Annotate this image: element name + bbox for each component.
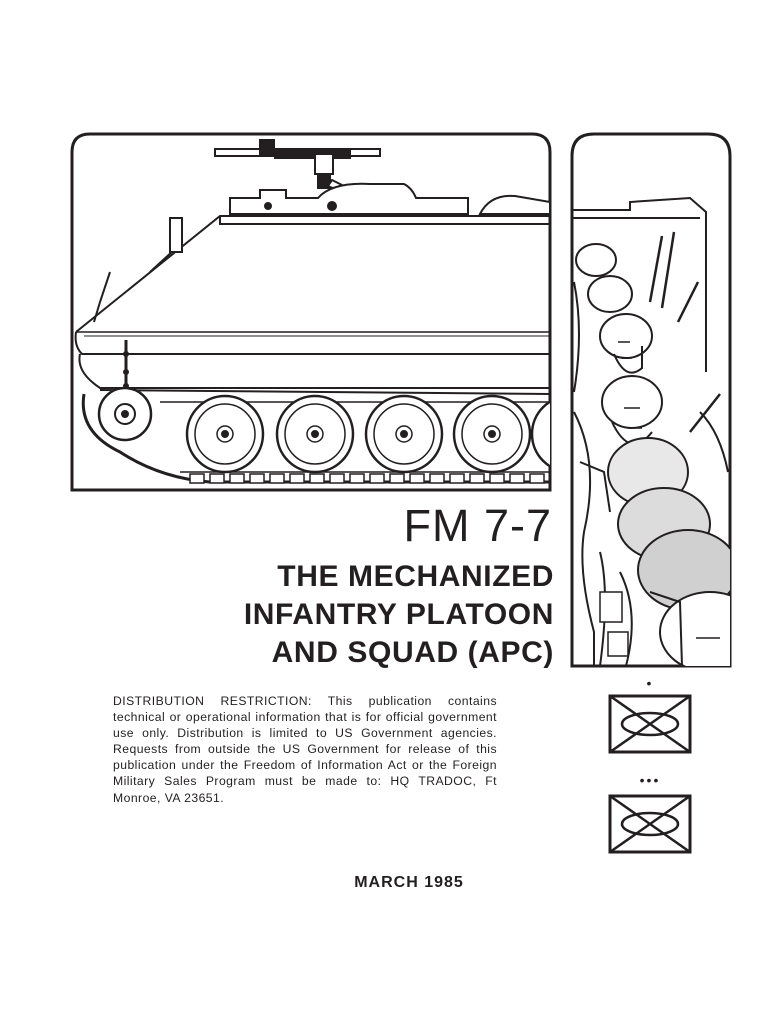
mechanized-infantry-squad-symbol — [608, 794, 692, 854]
mechanized-infantry-platoon-symbol — [608, 694, 692, 754]
publication-date: MARCH 1985 — [354, 874, 464, 891]
apc-illustration — [70, 132, 552, 492]
title-line-1: THE MECHANIZED — [277, 560, 554, 593]
title-line-2: INFANTRY PLATOON — [243, 598, 554, 631]
field-manual-number: FM 7-7 — [403, 500, 552, 551]
platoon-size-marker: • — [646, 675, 654, 691]
distribution-restriction-notice: DISTRIBUTION RESTRICTION: This publicati… — [113, 694, 497, 805]
squad-size-marker: ••• — [639, 772, 661, 788]
title-line-3: AND SQUAD (APC) — [271, 636, 554, 669]
infantry-troops-illustration — [570, 132, 732, 668]
